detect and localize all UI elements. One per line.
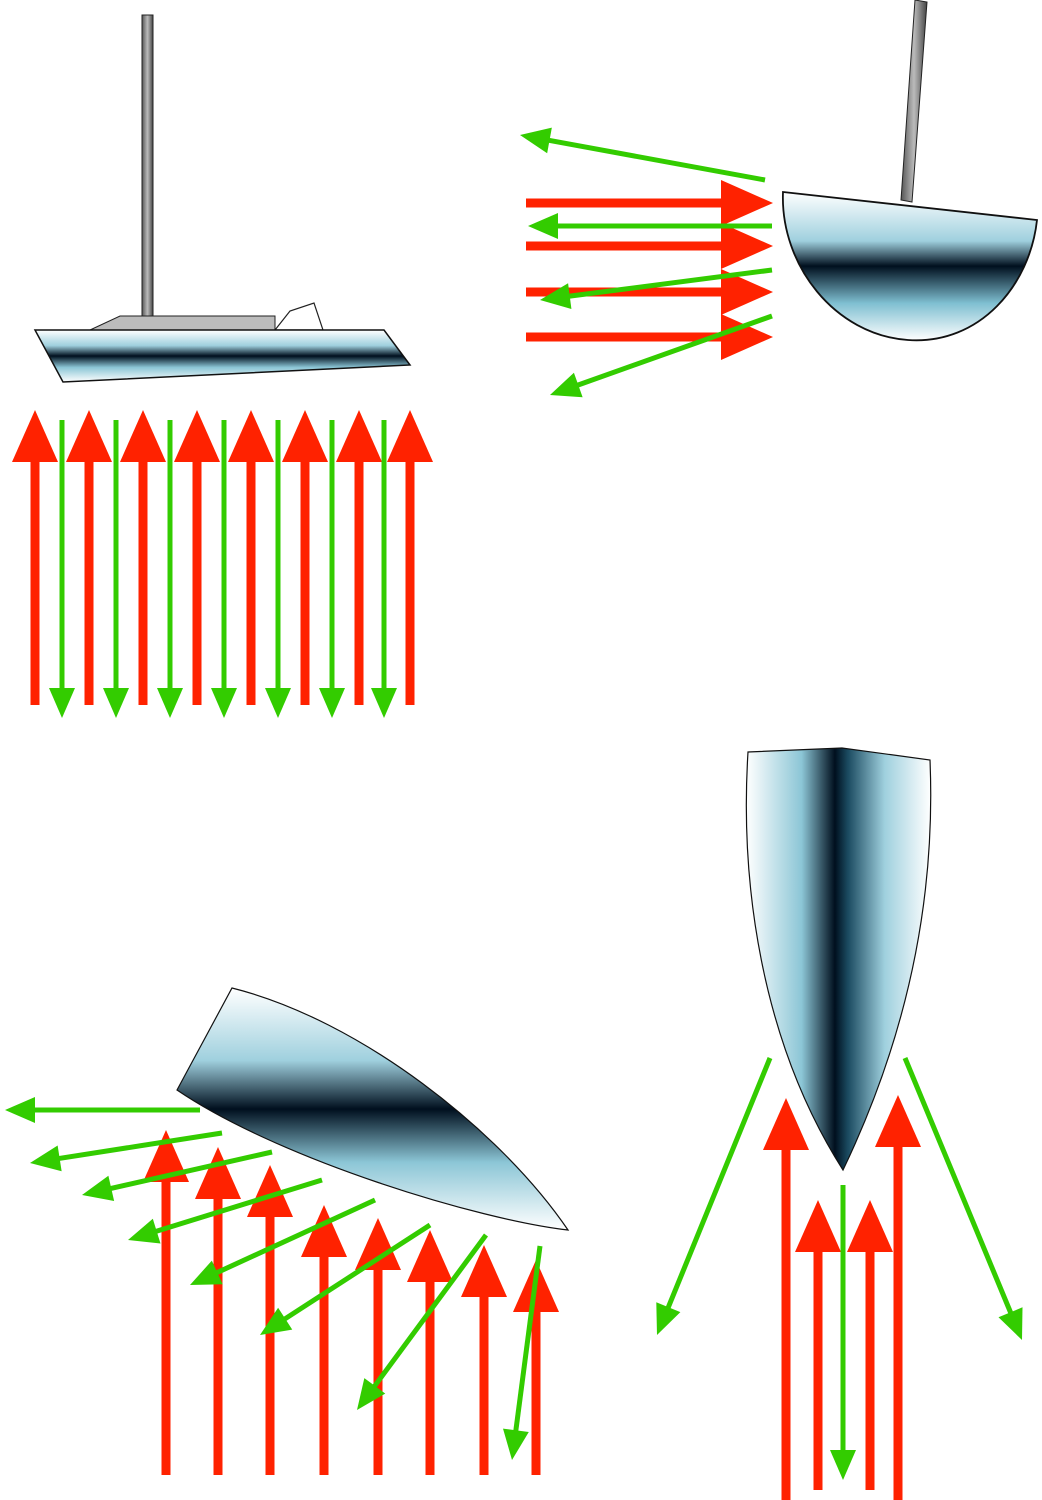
incident-wave-arrow	[875, 1095, 921, 1500]
reflected-wave-arrow	[5, 1097, 200, 1123]
angled-bow-hull	[176, 987, 570, 1231]
incident-wave-arrow	[526, 223, 773, 269]
reflected-wave-arrow	[82, 1149, 273, 1202]
angled-bow-reflected-arrows	[5, 1097, 543, 1460]
incident-wave-arrow	[355, 1218, 401, 1475]
side-hull	[33, 329, 412, 383]
cockpit-shelter	[273, 302, 324, 331]
incident-wave-arrow	[174, 410, 220, 705]
reflected-wave-arrow	[128, 1177, 323, 1244]
incident-wave-arrow	[847, 1200, 893, 1490]
head-on-bow-hull	[745, 747, 932, 1172]
incident-wave-arrow	[228, 410, 274, 705]
reflected-wave-arrow	[49, 420, 75, 718]
end-view-boat	[782, 0, 1038, 342]
incident-wave-arrow	[336, 410, 382, 705]
reflected-wave-arrow	[902, 1057, 1023, 1340]
incident-wave-arrow	[526, 180, 773, 226]
incident-wave-arrow	[526, 314, 773, 360]
incident-wave-arrow	[247, 1165, 293, 1475]
end-view-panel	[520, 0, 1038, 398]
incident-wave-arrow	[407, 1230, 453, 1475]
reflected-wave-arrow	[319, 420, 345, 718]
side-view-panel	[12, 14, 433, 718]
incident-wave-arrow	[461, 1245, 507, 1475]
reflected-wave-arrow	[357, 1233, 489, 1410]
head-on-bow-panel	[656, 747, 1023, 1500]
incident-wave-arrow	[301, 1205, 347, 1475]
mast	[900, 0, 928, 203]
head-on-bow-arrows	[656, 1057, 1023, 1500]
reflected-wave-arrow	[30, 1130, 223, 1172]
reflected-wave-arrow	[265, 420, 291, 718]
reflected-wave-arrow	[520, 127, 766, 183]
incident-wave-arrow	[66, 410, 112, 705]
side-view-arrows	[12, 410, 433, 718]
end-view-arrows	[520, 127, 773, 398]
incident-wave-arrow	[120, 410, 166, 705]
reflected-wave-arrow	[540, 267, 773, 310]
side-view-boat	[33, 14, 412, 383]
reflected-wave-arrow	[503, 1245, 543, 1460]
angled-bow-panel	[5, 987, 570, 1475]
incident-wave-arrow	[195, 1147, 241, 1475]
mast	[141, 14, 154, 321]
reflected-wave-arrow	[656, 1057, 773, 1335]
reflected-wave-arrow	[830, 1185, 856, 1480]
end-hull	[782, 190, 1038, 342]
reflected-wave-arrow	[260, 1222, 432, 1335]
reflected-wave-arrow	[103, 420, 129, 718]
angled-bow-incident-arrows	[143, 1130, 559, 1475]
incident-wave-arrow	[763, 1098, 809, 1500]
incident-wave-arrow	[387, 410, 433, 705]
incident-wave-arrow	[282, 410, 328, 705]
reflected-wave-arrow	[211, 420, 237, 718]
reflected-wave-arrow	[371, 420, 397, 718]
reflected-wave-arrow	[528, 213, 772, 239]
incident-wave-arrow	[795, 1200, 841, 1490]
reflected-wave-arrow	[550, 313, 773, 398]
reflected-wave-arrow	[157, 420, 183, 718]
cabin	[89, 315, 276, 331]
incident-wave-arrow	[12, 410, 58, 705]
reflected-wave-arrow	[190, 1197, 377, 1285]
